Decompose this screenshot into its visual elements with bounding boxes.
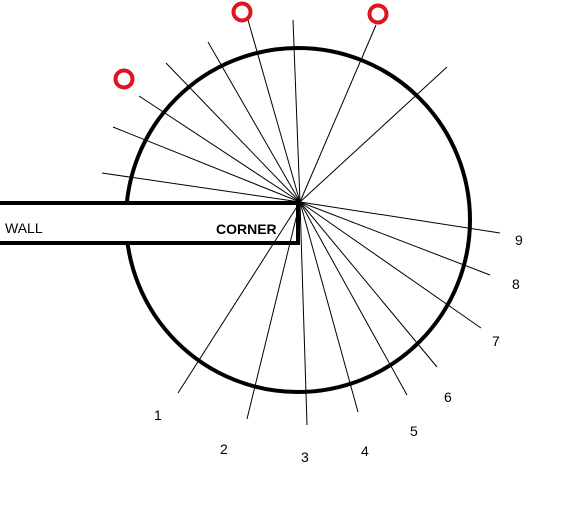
ray-line: [292, 19, 301, 203]
ray-label: 9: [515, 232, 523, 248]
ray-label: 2: [220, 441, 228, 457]
ray-group: [101, 19, 501, 426]
ray-line: [299, 201, 408, 396]
ray-label: 7: [492, 333, 500, 349]
ray-line: [247, 19, 301, 203]
ray-line: [299, 201, 482, 329]
marker-circle: [231, 1, 253, 23]
ray-line: [165, 62, 301, 203]
ray-line: [299, 201, 491, 276]
ray-line: [246, 201, 301, 420]
wall: [0, 201, 300, 245]
marker-circle: [113, 68, 135, 90]
ray-line: [138, 95, 301, 203]
ray-line: [299, 201, 438, 368]
ray-label: 6: [444, 389, 452, 405]
marker-circle: [367, 3, 389, 25]
ray-line: [299, 66, 448, 203]
ray-label: 4: [361, 443, 369, 459]
ray-line: [299, 201, 308, 426]
ray-line: [299, 24, 377, 203]
ray-line: [299, 201, 501, 234]
ray-label: 5: [410, 423, 418, 439]
ray-label: 3: [301, 449, 309, 465]
ray-label: 8: [512, 276, 520, 292]
ray-label: 1: [154, 407, 162, 423]
ray-line: [177, 201, 301, 394]
ray-line: [101, 172, 301, 203]
ray-line: [299, 201, 359, 413]
corner-label: CORNER: [216, 221, 277, 237]
ray-line: [112, 126, 301, 203]
wall-label: WALL: [5, 220, 43, 236]
ray-line: [207, 41, 301, 203]
